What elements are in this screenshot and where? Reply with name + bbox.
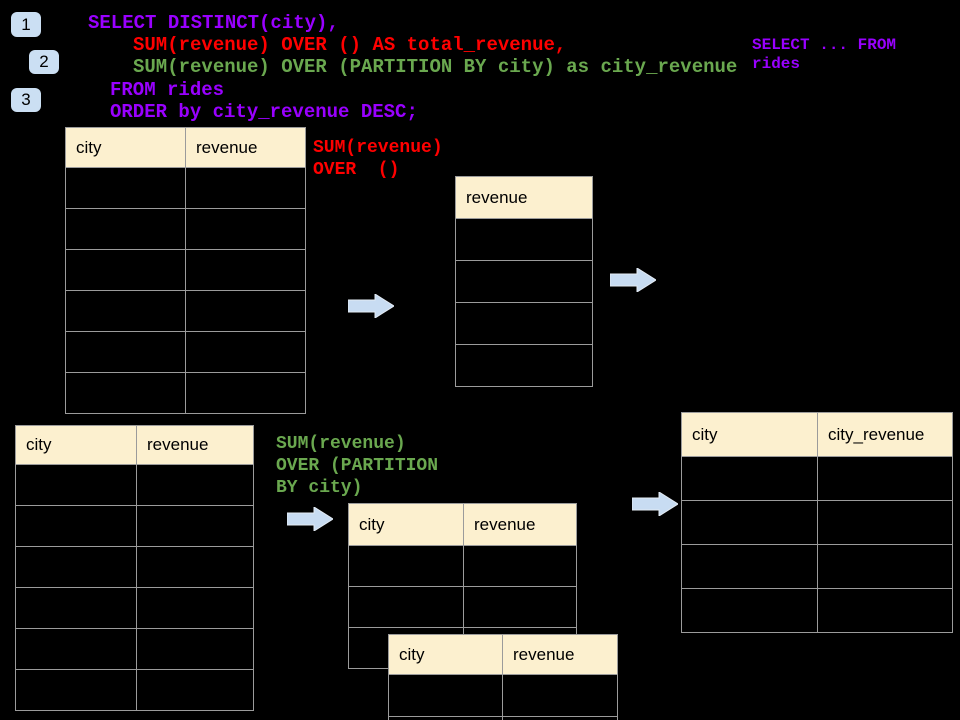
column-header-city: city [388, 634, 503, 675]
column-header-revenue: revenue [136, 425, 254, 465]
table-total-revenue-result: revenue [455, 176, 593, 387]
label-sum-over-partition: SUM(revenue) OVER (PARTITION BY city) [276, 434, 439, 498]
table-row [15, 628, 254, 670]
table-row [681, 544, 953, 589]
sql-line-city-revenue: SUM(revenue) OVER (PARTITION BY city) as… [133, 56, 738, 78]
column-header-revenue: revenue [185, 127, 306, 168]
sql-line-from: FROM rides [110, 79, 225, 101]
table-row [65, 249, 306, 291]
sql-line-total-revenue: SUM(revenue) OVER () AS total_revenue, [133, 34, 567, 56]
table-row [65, 167, 306, 209]
table-row [15, 546, 254, 588]
table-row [15, 464, 254, 506]
table-row [388, 674, 618, 717]
table-city-revenue-result: city city_revenue [681, 412, 953, 633]
table-row [65, 372, 306, 414]
note-select-from-rides: SELECT ... FROM rides [752, 36, 897, 73]
table-row [455, 302, 593, 345]
right-arrow-icon [287, 507, 333, 531]
table-row [15, 669, 254, 711]
label-sum-over-total: SUM(revenue) OVER () [313, 138, 443, 180]
table-row [681, 588, 953, 633]
step-badge-2: 2 [29, 50, 59, 74]
table-row [348, 586, 577, 628]
table-row [15, 505, 254, 547]
table-row [388, 716, 618, 720]
column-header-revenue: revenue [455, 176, 593, 219]
column-header-city: city [15, 425, 137, 465]
table-source-bottom: city revenue [15, 425, 254, 711]
right-arrow-icon [610, 268, 656, 292]
column-header-revenue: revenue [463, 503, 577, 546]
table-row [65, 208, 306, 250]
column-header-city-revenue: city_revenue [817, 412, 953, 457]
column-header-city: city [65, 127, 186, 168]
table-partition-overlay: city revenue [388, 634, 618, 720]
table-row [455, 260, 593, 303]
right-arrow-icon [348, 294, 394, 318]
table-row [15, 587, 254, 629]
table-row [455, 344, 593, 387]
table-row [681, 456, 953, 501]
column-header-city: city [681, 412, 818, 457]
step-badge-3: 3 [11, 88, 41, 112]
table-row [455, 218, 593, 261]
table-source-top: city revenue [65, 127, 306, 414]
table-row [348, 545, 577, 587]
table-row [65, 290, 306, 332]
table-row [681, 500, 953, 545]
sql-line-select: SELECT DISTINCT(city), [88, 12, 339, 34]
table-row [65, 331, 306, 373]
step-badge-1: 1 [11, 12, 41, 37]
sql-line-order-by: ORDER by city_revenue DESC; [110, 101, 418, 123]
right-arrow-icon [632, 492, 678, 516]
column-header-city: city [348, 503, 464, 546]
column-header-revenue: revenue [502, 634, 618, 675]
